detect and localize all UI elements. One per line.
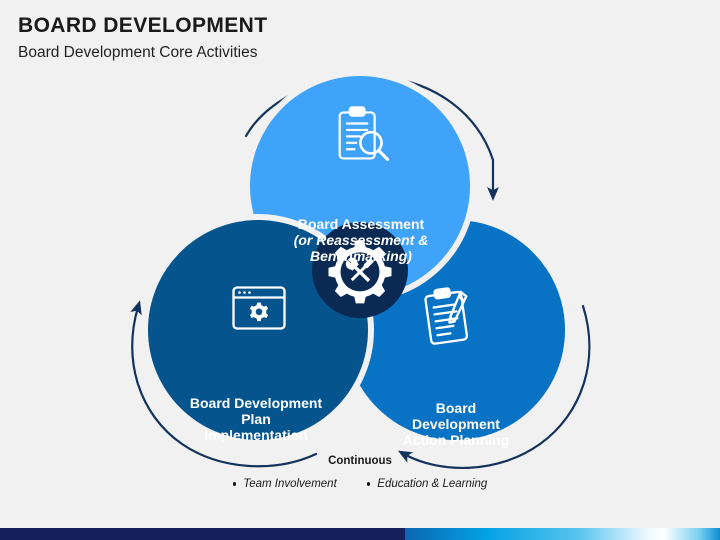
browser-window-gear-icon [232, 286, 286, 330]
footer-bullet-list: Team Involvement Education & Learning [0, 478, 720, 490]
bullet-dot-icon [232, 482, 237, 486]
accent-bar-navy-segment [0, 528, 405, 540]
page-subtitle: Board Development Core Activities [18, 44, 258, 62]
footer-bullet-label: Team Involvement [243, 477, 337, 490]
clipboard-magnifier-icon [338, 106, 390, 161]
bottom-accent-bar [0, 528, 720, 540]
continuous-label: Continuous [328, 455, 392, 467]
bullet-dot-icon [366, 482, 371, 486]
page-title: BOARD DEVELOPMENT [18, 14, 268, 37]
center-hub-group[interactable] [312, 222, 408, 318]
accent-bar-gradient-segment [405, 528, 720, 540]
arrow-left-to-top-arc [130, 300, 318, 468]
three-circle-cycle-diagram: Board Assessment (or Reassessment & Benc… [0, 58, 720, 478]
slide-header: BOARD DEVELOPMENT Board Development Core… [18, 14, 618, 61]
footer-bullet-education-learning: Education & Learning [366, 477, 488, 490]
arrow-right-to-left-arc [397, 304, 591, 470]
clipboard-pencil-icon [424, 287, 469, 345]
footer-bullet-label: Education & Learning [377, 477, 488, 490]
gear-with-wrench-and-screwdriver-icon [328, 240, 392, 304]
footer-bullet-team-involvement: Team Involvement [232, 477, 337, 490]
diagram-footer: Continuous Team Involvement Education & … [0, 455, 720, 490]
